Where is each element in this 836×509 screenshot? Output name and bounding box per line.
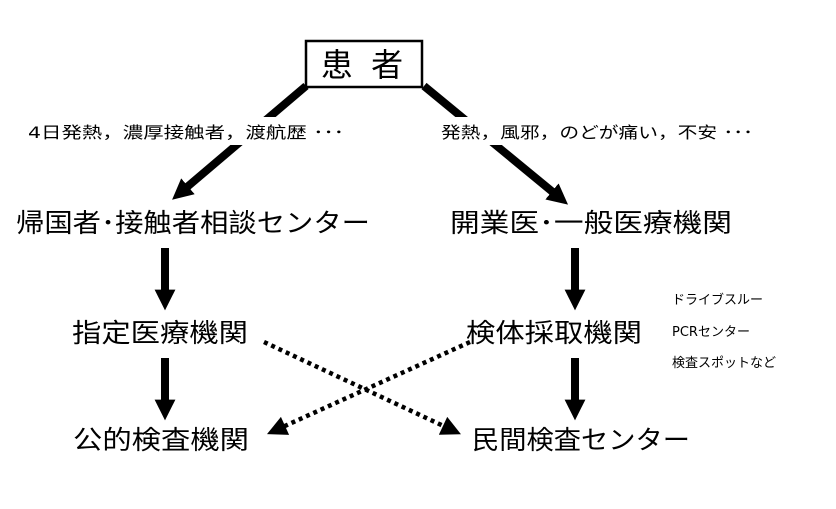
consultation-center: 帰国者･接触者相談センター xyxy=(16,209,370,239)
dotted-arrow-hospital-to-private-lab xyxy=(263,339,461,435)
private-testing-center: 民間検査センター xyxy=(472,426,690,456)
condition-left-backdrop xyxy=(24,117,348,145)
specimen-collection-site: 検体採取機関 xyxy=(466,319,642,349)
collection-example-pcr-center: PCRセンター xyxy=(672,325,750,340)
patient-box xyxy=(304,39,424,89)
patient-label: 患 者 xyxy=(321,46,407,84)
dotted-arrow-collection-to-public-lab xyxy=(266,339,471,435)
condition-left: 4日発熱，濃厚接触者，渡航歴 ･･･ xyxy=(28,123,344,142)
condition-right-backdrop xyxy=(436,117,758,145)
collection-example-testing-spots: 検査スポットなど xyxy=(672,356,776,371)
condition-right: 発熱，風邪，のどが痛い，不安 ･･･ xyxy=(441,123,753,142)
general-clinic: 開業医･一般医療機関 xyxy=(450,209,732,239)
public-testing-lab: 公的検査機関 xyxy=(73,426,249,456)
designated-hospital: 指定医療機関 xyxy=(72,319,248,349)
collection-example-drive-through: ドライブスルー xyxy=(672,292,763,308)
